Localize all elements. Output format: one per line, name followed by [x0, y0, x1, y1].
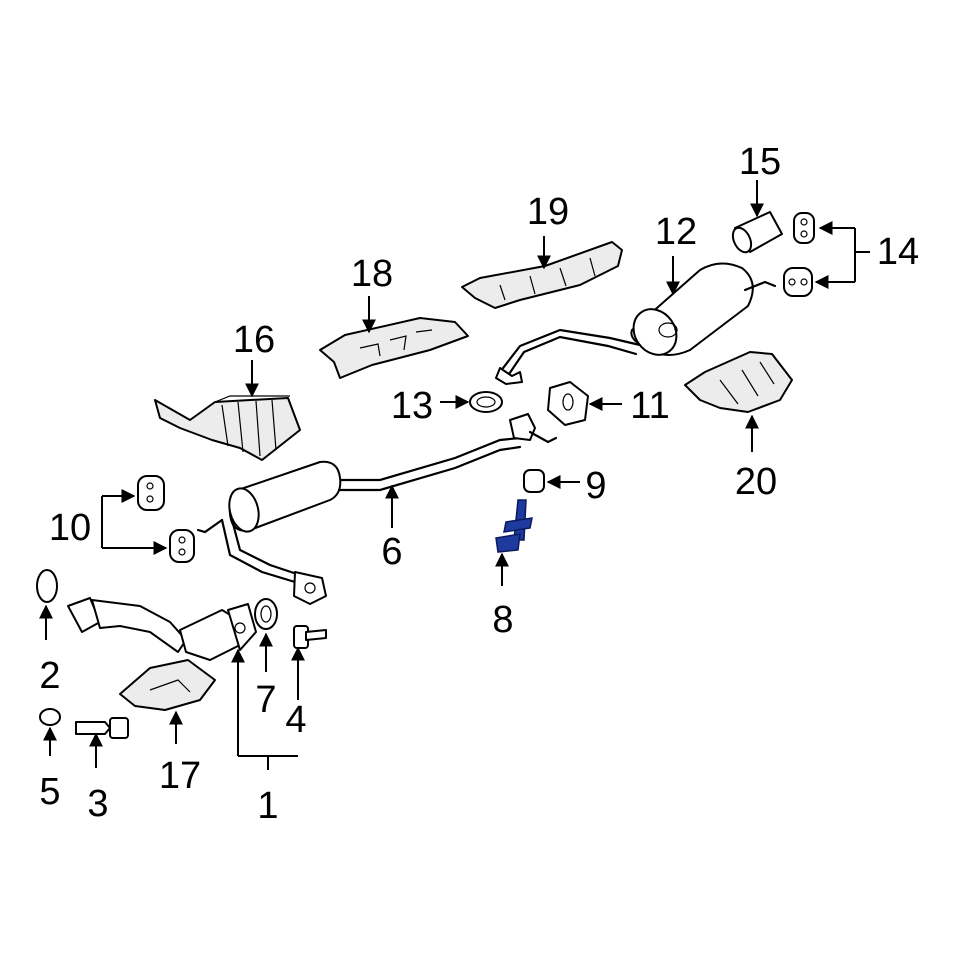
hanger-front-lower	[169, 529, 195, 563]
callout-10: 10	[49, 507, 91, 549]
highlighted-bolt	[495, 499, 533, 553]
callout-17: 17	[159, 755, 201, 797]
gasket-ring	[469, 391, 503, 413]
center-pipe	[196, 413, 558, 605]
callout-11: 11	[630, 385, 669, 427]
callout-8: 8	[492, 599, 513, 641]
gasket-front	[36, 569, 58, 603]
stud-bolt	[293, 625, 327, 649]
callout-5: 5	[39, 771, 60, 813]
nut	[39, 708, 61, 726]
heat-shield-muffler	[684, 351, 793, 413]
leader-lines	[39, 180, 870, 770]
heat-shield-front	[154, 395, 301, 461]
hanger-front-upper	[137, 475, 165, 511]
callout-4: 4	[285, 699, 306, 741]
callout-2: 2	[39, 655, 60, 697]
rear-muffler	[495, 262, 777, 385]
hanger-bracket	[547, 381, 589, 426]
flange-gasket	[254, 598, 278, 630]
heat-shield-rear	[461, 241, 623, 309]
hanger-rear-lower	[783, 267, 813, 297]
callout-20: 20	[735, 461, 777, 503]
callout-3: 3	[87, 783, 108, 825]
callout-15: 15	[739, 141, 781, 183]
callout-9: 9	[585, 465, 606, 507]
callout-7: 7	[255, 679, 276, 721]
front-pipe-converter	[67, 597, 257, 661]
callout-18: 18	[351, 253, 393, 295]
callout-12: 12	[655, 211, 697, 253]
callout-14: 14	[877, 231, 919, 273]
callout-16: 16	[233, 319, 275, 361]
callout-6: 6	[381, 531, 402, 573]
callout-13: 13	[391, 385, 433, 427]
bushing	[523, 469, 545, 493]
bolt	[75, 717, 129, 739]
callout-19: 19	[527, 191, 569, 233]
hanger-rear-upper	[793, 212, 815, 244]
exhaust-tip	[731, 211, 783, 254]
heat-shield-lower	[119, 659, 216, 711]
callout-1: 1	[257, 785, 278, 827]
heat-shield-center	[319, 317, 469, 379]
